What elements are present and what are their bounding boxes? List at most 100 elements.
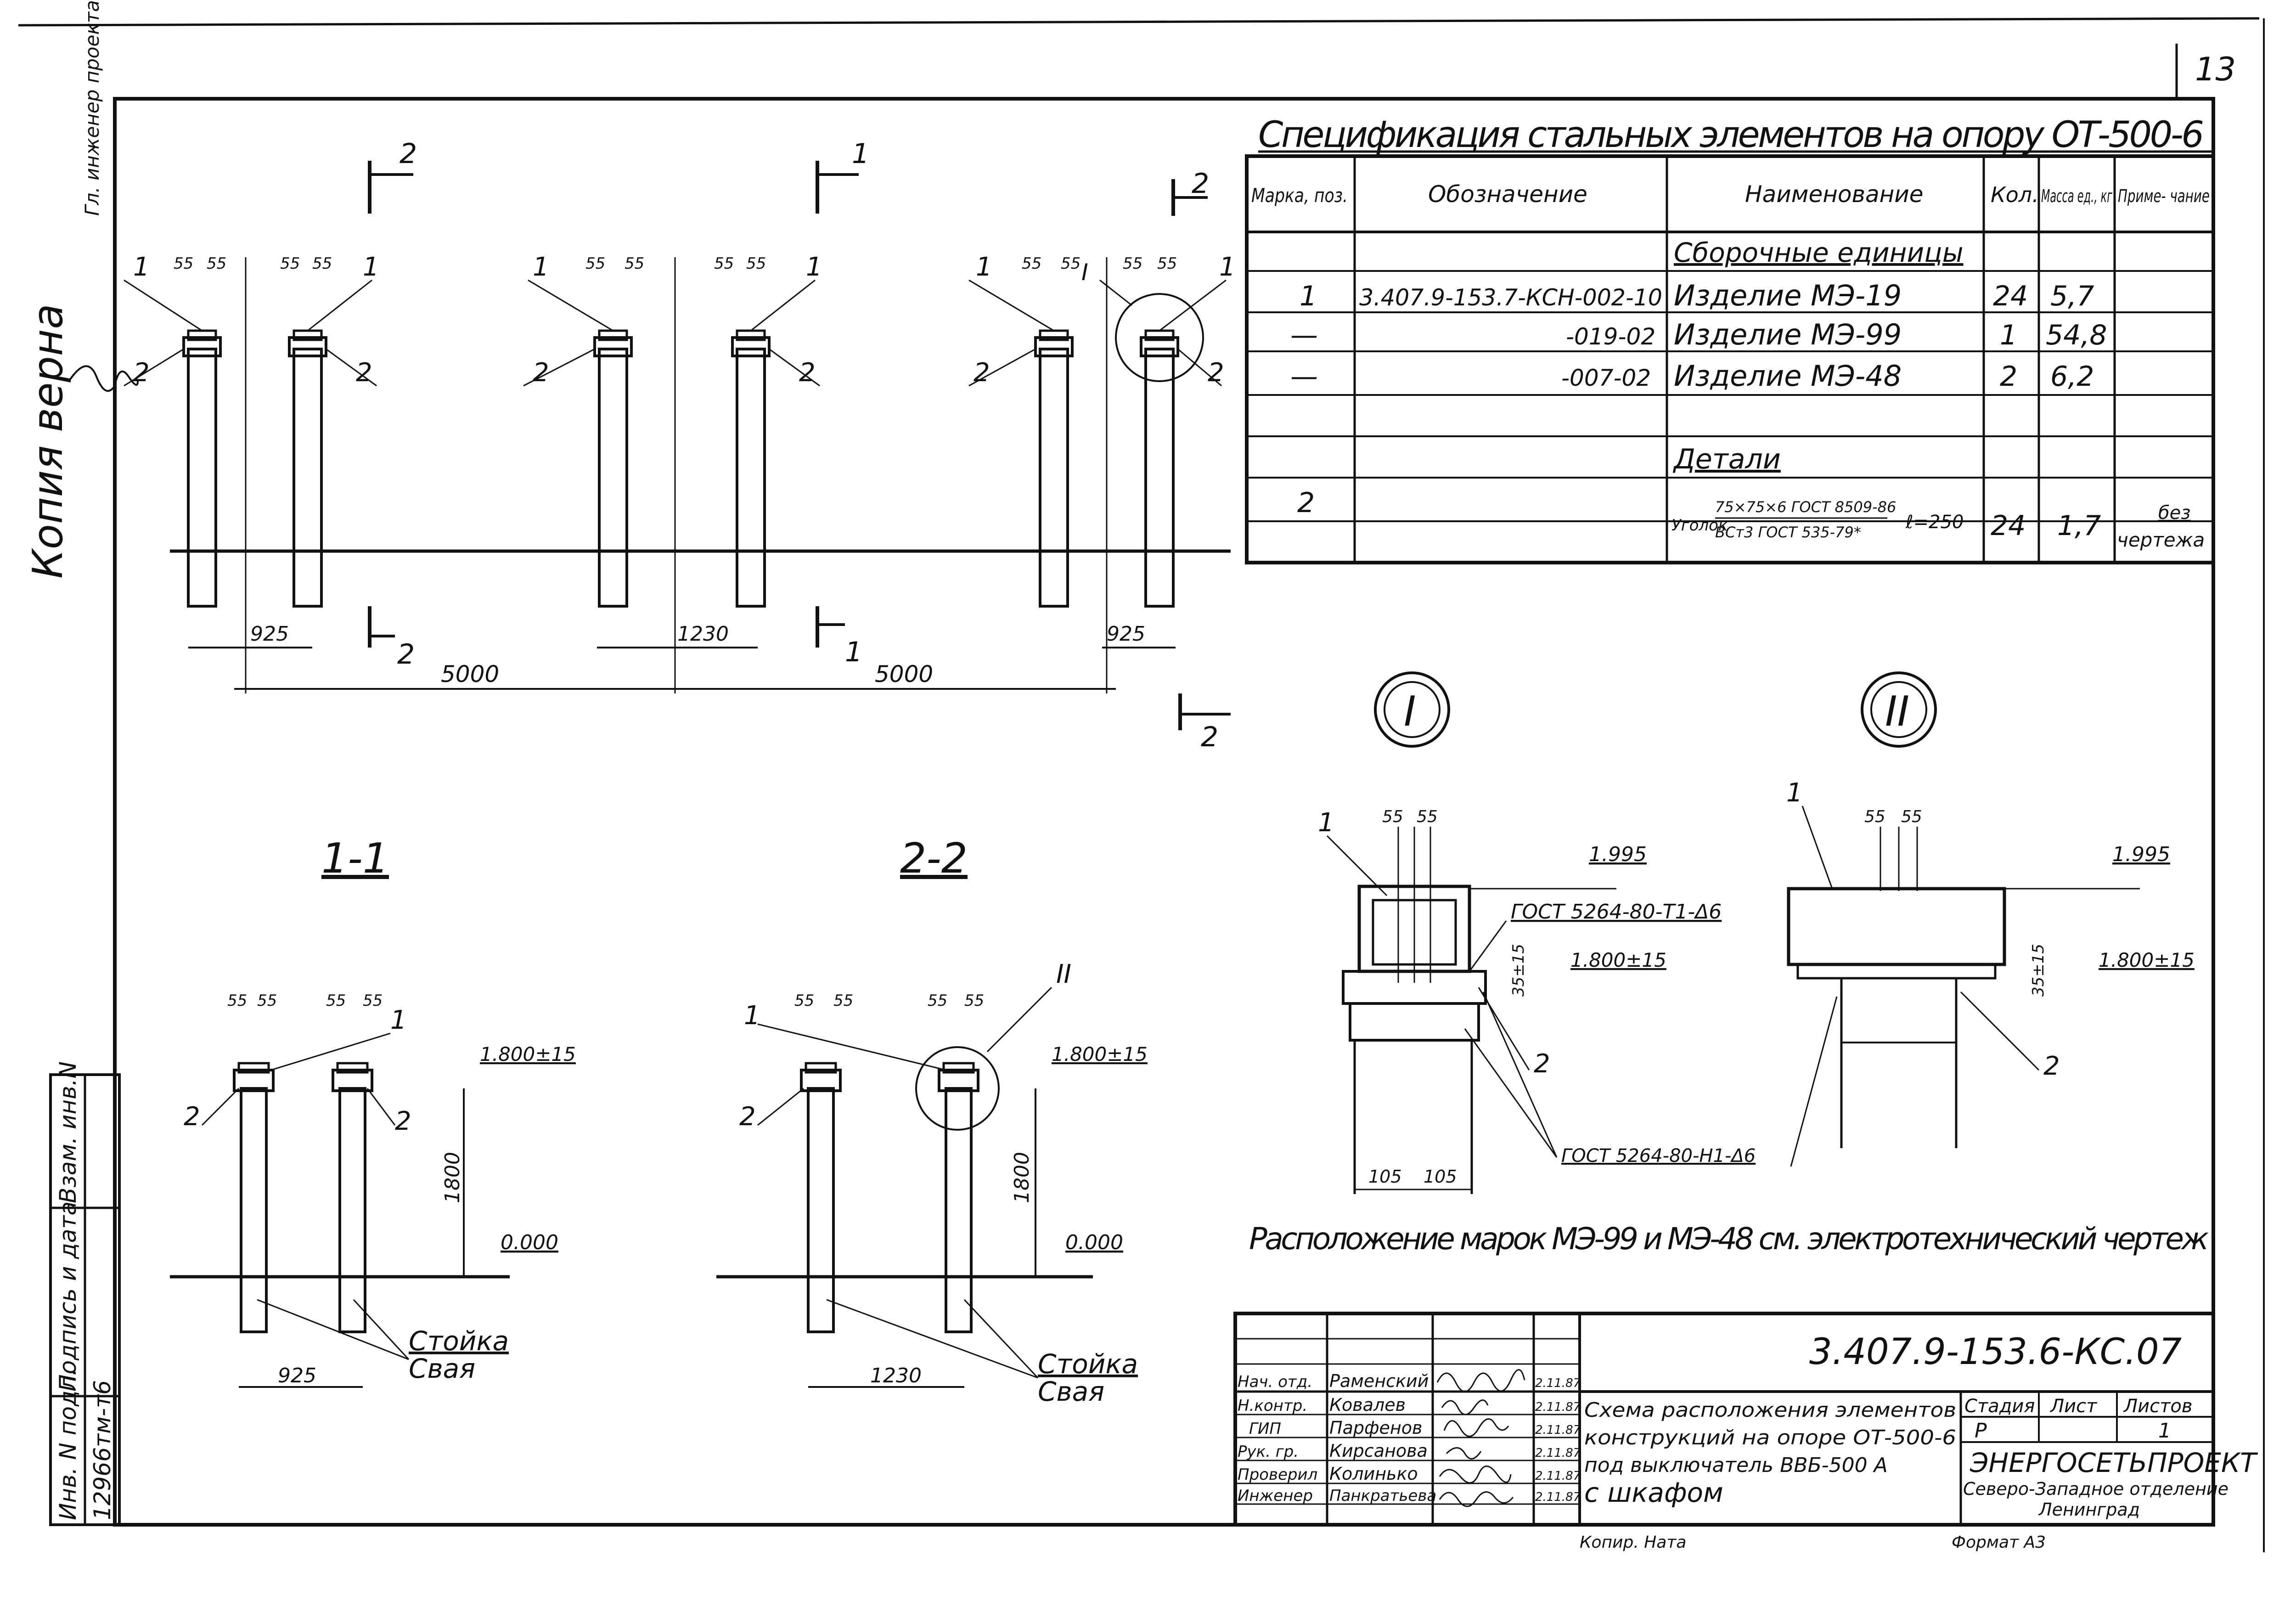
svg-text:925: 925 xyxy=(1107,622,1145,646)
svg-text:925: 925 xyxy=(278,1364,316,1387)
svg-text:1230: 1230 xyxy=(677,622,729,646)
svg-text:55: 55 xyxy=(585,254,605,273)
svg-text:Стойка: Стойка xyxy=(1038,1348,1138,1380)
svg-text:2: 2 xyxy=(1192,168,1209,200)
detail-II: II 55 55 1 1.995 35±15 1.800±15 2 xyxy=(1786,671,2195,1167)
svg-text:1: 1 xyxy=(363,252,379,282)
spec-row-3-code: -007-02 xyxy=(1561,365,1651,391)
side-stamp-vzam-label: Взам. инв.N xyxy=(55,1061,81,1203)
spec-row-3-name: Изделие МЭ-48 xyxy=(1674,359,1902,393)
margin-note: Копия верна Гл. инженер проекта Нерфенов… xyxy=(24,0,103,579)
svg-text:Гл. инженер проекта Нерфенов 3: Гл. инженер проекта Нерфенов 3.11.87 xyxy=(81,0,103,216)
svg-text:Ленинград: Ленинград xyxy=(2038,1499,2140,1520)
svg-text:2: 2 xyxy=(1201,721,1218,753)
spec-row-2-name: Изделие МЭ-99 xyxy=(1674,318,1902,351)
spec-row-1-mass: 5,7 xyxy=(2050,280,2094,312)
title-block: 3.407.9-153.6-КС.07 Нач. отд. Раменский … xyxy=(1233,1312,2258,1527)
svg-text:1.800±15: 1.800±15 xyxy=(480,1043,576,1065)
svg-text:2.11.87: 2.11.87 xyxy=(1535,1400,1581,1414)
svg-text:1: 1 xyxy=(1786,778,1803,808)
svg-text:Лист: Лист xyxy=(2049,1396,2098,1417)
svg-text:1.800±15: 1.800±15 xyxy=(2099,949,2195,971)
svg-text:ГОСТ 5264-80-Т1-Δ6: ГОСТ 5264-80-Т1-Δ6 xyxy=(1511,900,1722,924)
svg-text:55: 55 xyxy=(174,254,193,273)
svg-text:Парфенов: Парфенов xyxy=(1329,1418,1422,1438)
spec-detail-mark: 2 xyxy=(1297,487,1315,519)
detail-I-callout: I xyxy=(1404,688,1416,736)
svg-text:2: 2 xyxy=(2043,1051,2060,1081)
svg-text:Н.контр.: Н.контр. xyxy=(1238,1397,1307,1415)
spec-row-3-mass: 6,2 xyxy=(2050,361,2094,393)
spec-row-2-code: -019-02 xyxy=(1566,323,1655,350)
svg-text:1230: 1230 xyxy=(870,1364,922,1387)
svg-text:Северо-Западное отделение: Северо-Западное отделение xyxy=(1963,1479,2228,1499)
svg-text:55: 55 xyxy=(326,992,346,1010)
svg-text:2.11.87: 2.11.87 xyxy=(1535,1490,1581,1504)
svg-text:Проверил: Проверил xyxy=(1238,1465,1317,1484)
spec-header-code: Обозначение xyxy=(1428,181,1587,208)
svg-text:35±15: 35±15 xyxy=(2029,944,2048,997)
svg-text:55: 55 xyxy=(1061,254,1080,273)
spec-row-1-mark: 1 xyxy=(1300,280,1317,312)
spec-detail-note-top: без xyxy=(2158,502,2191,524)
svg-text:2.11.87: 2.11.87 xyxy=(1535,1446,1581,1460)
svg-text:55: 55 xyxy=(1123,254,1142,273)
spec-row-2-mark: — xyxy=(1290,319,1318,351)
doc-code: 3.407.9-153.6-КС.07 xyxy=(1809,1331,2182,1373)
spec-row-1-qty: 24 xyxy=(1993,280,2028,312)
svg-text:35±15: 35±15 xyxy=(1509,944,1528,997)
svg-text:55: 55 xyxy=(363,992,383,1010)
svg-text:1: 1 xyxy=(976,252,992,282)
svg-text:55: 55 xyxy=(312,254,332,273)
svg-text:2: 2 xyxy=(397,638,415,671)
svg-text:1: 1 xyxy=(1219,252,1236,282)
section-marker-1-bottom: 1 xyxy=(816,606,862,668)
section-marker-1-top: 1 xyxy=(816,138,869,214)
svg-text:55: 55 xyxy=(928,992,947,1010)
svg-text:55: 55 xyxy=(833,992,853,1010)
svg-text:105: 105 xyxy=(1424,1167,1457,1187)
plan-post-5 xyxy=(1034,329,1074,608)
spec-row-1-name: Изделие МЭ-19 xyxy=(1674,279,1902,312)
page-number: 13 xyxy=(2195,51,2236,88)
svg-text:0.000: 0.000 xyxy=(1065,1231,1123,1254)
spec-detail-mass: 1,7 xyxy=(2057,510,2101,542)
side-stamp-inv-label: Инв. N подл. xyxy=(55,1369,81,1520)
svg-text:55: 55 xyxy=(257,992,277,1010)
spec-header-note: Приме- чание xyxy=(2118,186,2210,206)
svg-text:55: 55 xyxy=(964,992,984,1010)
svg-text:1.995: 1.995 xyxy=(1589,843,1647,866)
svg-text:Нач. отд.: Нач. отд. xyxy=(1238,1373,1312,1391)
svg-text:55: 55 xyxy=(207,254,226,273)
svg-text:Стадия: Стадия xyxy=(1964,1396,2035,1417)
svg-text:55: 55 xyxy=(1157,254,1177,273)
svg-text:Стойка: Стойка xyxy=(409,1325,509,1357)
svg-text:925: 925 xyxy=(250,622,289,646)
copied-by: Копир. Ната xyxy=(1580,1533,1686,1552)
section-2-2: 2-2 II 55 55 55 55 1 2 1.800±15 1800 0.0… xyxy=(716,834,1148,1407)
svg-text:1800: 1800 xyxy=(1010,1152,1034,1203)
section-1-1: 1-1 55 55 55 55 1 2 2 1.800±15 1800 0.00… xyxy=(170,834,576,1388)
spec-detail-note-bottom: чертежа xyxy=(2117,529,2205,551)
svg-text:2: 2 xyxy=(1534,1049,1550,1079)
svg-text:1: 1 xyxy=(845,636,862,668)
spec-row-3-mark: — xyxy=(1290,361,1318,393)
section-marker-2-top-left: 2 xyxy=(368,138,417,214)
svg-text:1: 1 xyxy=(852,138,869,170)
spec-title: Спецификация стальных элементов на опору… xyxy=(1258,114,2204,156)
drawing-note: Расположение марок МЭ-99 и МЭ-48 см. эле… xyxy=(1249,1221,2209,1257)
svg-text:под выключатель ВВБ-500 А: под выключатель ВВБ-500 А xyxy=(1584,1454,1888,1477)
svg-text:55: 55 xyxy=(1864,807,1885,826)
paper-format: Формат А3 xyxy=(1952,1533,2046,1552)
svg-text:Рук. гр.: Рук. гр. xyxy=(1238,1443,1299,1461)
detail-I: I 55 55 1 1.995 ГОСТ 5264-80-Т1-Δ6 1.800… xyxy=(1318,671,1756,1194)
spec-header-name: Наименование xyxy=(1745,181,1924,208)
svg-text:55: 55 xyxy=(1022,254,1041,273)
spec-detail-length: ℓ=250 xyxy=(1905,512,1964,533)
svg-text:55: 55 xyxy=(1382,807,1403,826)
side-stamp: Взам. инв.N Подпись и дата Инв. N подл. … xyxy=(49,1061,121,1526)
svg-text:2: 2 xyxy=(184,1102,200,1132)
svg-text:Инженер: Инженер xyxy=(1238,1487,1313,1505)
svg-text:2: 2 xyxy=(133,358,150,388)
